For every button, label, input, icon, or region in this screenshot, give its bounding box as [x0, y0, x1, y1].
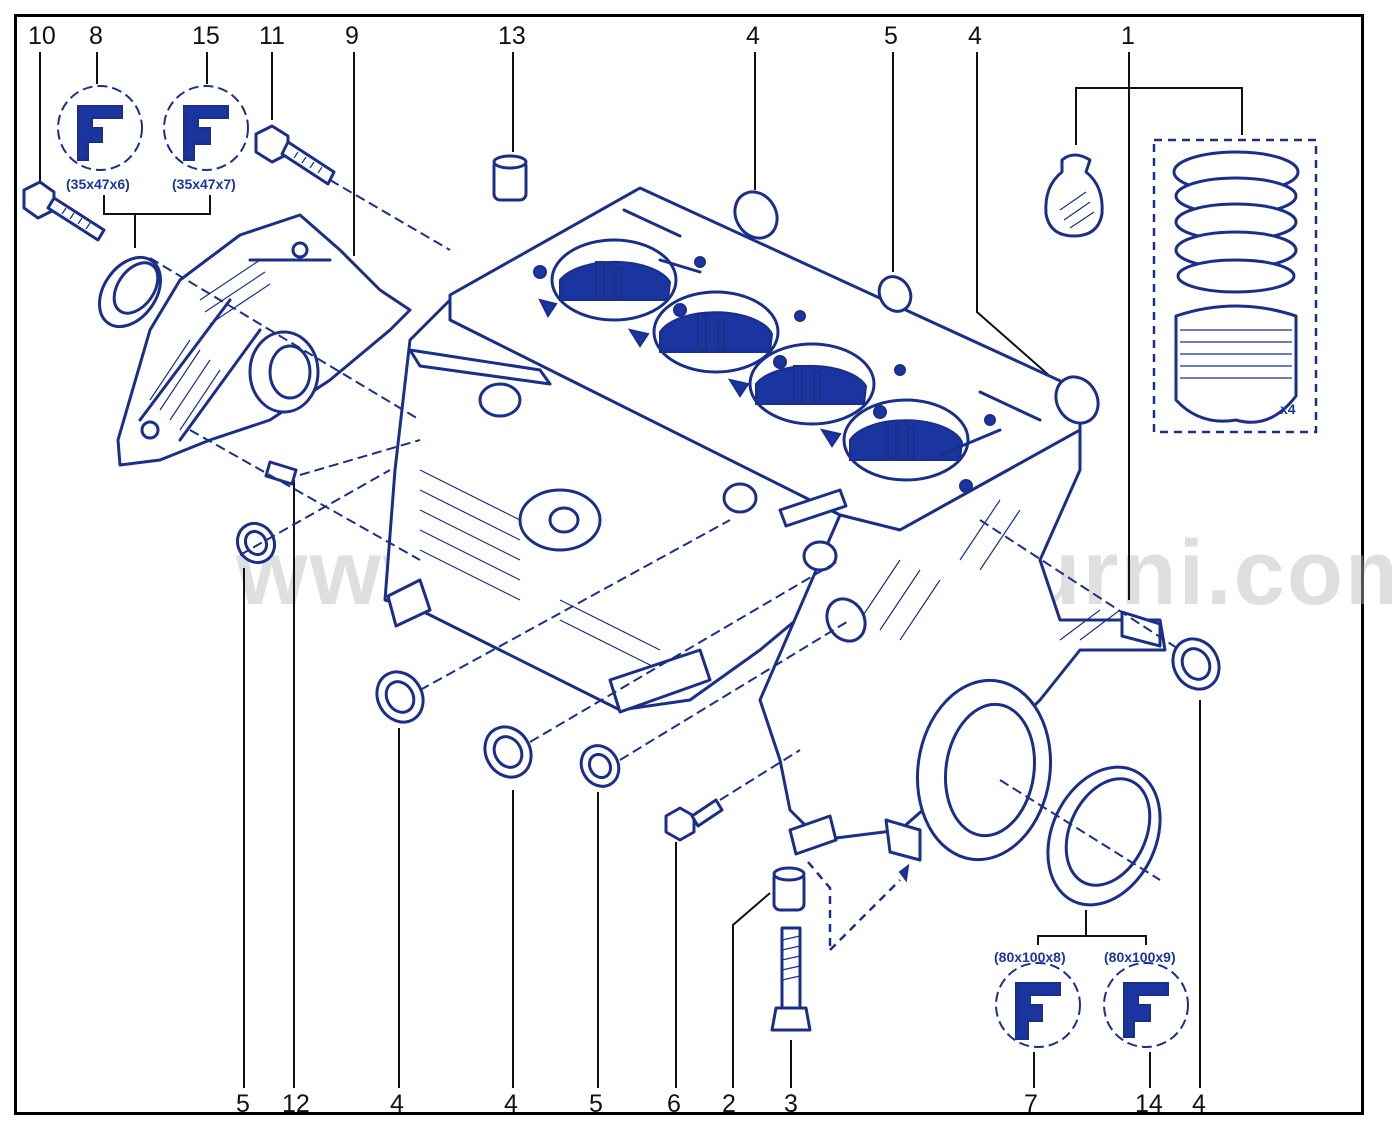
cylinder-block-icon [383, 186, 1167, 862]
piston-kit-qty: x4 [1280, 401, 1296, 417]
bolt-6-icon [664, 798, 724, 842]
callout-14: 14 [1135, 1090, 1163, 1118]
callout-4-top-a: 4 [746, 22, 760, 50]
dowel-13-icon [492, 154, 528, 202]
cup-plug-5-bottom [579, 744, 621, 788]
callout-10: 10 [28, 22, 56, 50]
cup-plug-4-bottom-b [483, 725, 533, 779]
seal-detail-15: (35x47x7) [163, 85, 249, 192]
assembly-axes [149, 179, 1181, 881]
cup-plug-4-right [1054, 375, 1100, 425]
seal-size-15: (35x47x7) [172, 176, 236, 192]
seal-detail-8: (35x47x6) [57, 85, 143, 192]
bolt-10-icon [22, 180, 106, 242]
seal-detail-7: (80x100x8) [994, 949, 1081, 1048]
cup-plug-4-top [733, 190, 779, 240]
rear-crank-seal-icon [1046, 765, 1162, 907]
bolt-3-icon [770, 926, 812, 1032]
callout-6: 6 [667, 1090, 681, 1118]
oil-seal-ring-icon [98, 255, 162, 329]
piston-kit-box: x4 [1152, 138, 1318, 434]
leader-lines [39, 52, 1243, 1088]
callout-4-bottom-a: 4 [390, 1090, 404, 1118]
seal-size-7: (80x100x8) [994, 949, 1066, 965]
hardware-bag-icon [1044, 153, 1104, 238]
seal-size-14: (80x100x9) [1104, 949, 1176, 965]
callout-9: 9 [345, 22, 359, 50]
bolt-11-icon [254, 124, 336, 186]
bolt-location-dashes [807, 861, 910, 951]
callout-5-top: 5 [884, 22, 898, 50]
callout-5-bottom-a: 5 [236, 1090, 250, 1118]
callout-12: 12 [282, 1090, 310, 1118]
pin-12-icon [264, 460, 298, 486]
seal-size-8: (35x47x6) [66, 176, 130, 192]
callout-3: 3 [784, 1090, 798, 1118]
top-callouts: 10 8 15 11 9 13 4 5 4 1 [28, 22, 1135, 50]
dowel-2-icon [772, 866, 806, 912]
callout-7: 7 [1024, 1090, 1038, 1118]
bottom-callouts: 5 12 4 4 5 6 2 3 7 14 4 [236, 1090, 1206, 1118]
callout-13: 13 [498, 22, 526, 50]
cup-plug-5-left [235, 521, 277, 565]
cup-plug-in-block [825, 597, 867, 643]
callout-4-top-b: 4 [968, 22, 982, 50]
cup-plug-5-top [877, 275, 913, 313]
callout-11: 11 [259, 22, 285, 50]
cup-plug-4-right-bottom [1171, 637, 1221, 691]
callout-2: 2 [722, 1090, 736, 1118]
callout-15: 15 [192, 22, 220, 50]
cup-plug-4-bottom-a [375, 670, 425, 724]
callout-4-bottom-b: 4 [504, 1090, 518, 1118]
callout-8: 8 [89, 22, 103, 50]
timing-cover-icon [116, 213, 412, 467]
callout-5-bottom-b: 5 [589, 1090, 603, 1118]
callout-4-bottom-c: 4 [1192, 1090, 1206, 1118]
seal-detail-14: (80x100x9) [1103, 949, 1189, 1048]
callout-1: 1 [1121, 22, 1135, 50]
